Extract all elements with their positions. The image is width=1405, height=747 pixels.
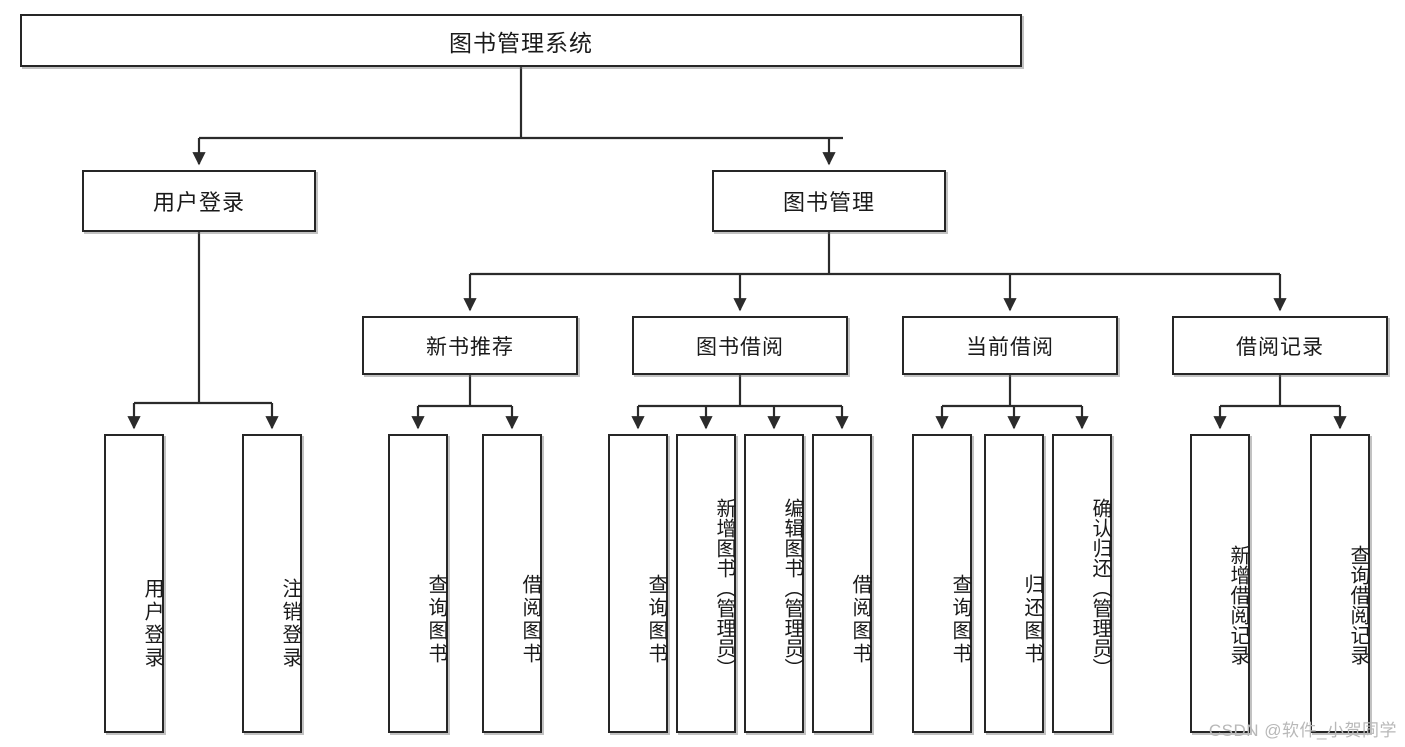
leaf-query-book-3[interactable]: 查询图书 (912, 434, 972, 733)
leaf-query-record-label: 查询借阅记录 (1347, 544, 1369, 665)
leaf-borrow-book-1[interactable]: 借阅图书 (482, 434, 542, 733)
leaf-edit-book[interactable]: 编辑图书（管理员） (744, 434, 804, 733)
leaf-logout-label: 注销登录 (279, 577, 301, 670)
node-user-login[interactable]: 用户登录 (82, 170, 316, 232)
leaf-query-book-1-label: 查询图书 (425, 573, 447, 666)
leaf-return-book[interactable]: 归还图书 (984, 434, 1044, 733)
node-new-book-rec[interactable]: 新书推荐 (362, 316, 578, 375)
node-book-manage-label: 图书管理 (782, 190, 875, 215)
node-user-login-label: 用户登录 (152, 190, 245, 215)
leaf-logout[interactable]: 注销登录 (242, 434, 302, 733)
leaf-add-book[interactable]: 新增图书（管理员） (676, 434, 736, 733)
node-book-manage[interactable]: 图书管理 (712, 170, 946, 232)
leaf-query-book-1[interactable]: 查询图书 (388, 434, 448, 733)
node-book-borrow[interactable]: 图书借阅 (632, 316, 848, 375)
leaf-query-record[interactable]: 查询借阅记录 (1310, 434, 1370, 733)
leaf-query-book-3-label: 查询图书 (949, 573, 971, 666)
node-borrow-record[interactable]: 借阅记录 (1172, 316, 1388, 375)
leaf-query-book-2[interactable]: 查询图书 (608, 434, 668, 733)
node-current-borrow-label: 当前借阅 (966, 335, 1054, 359)
leaf-confirm-return-label: 确认归还（管理员） (1089, 497, 1111, 678)
node-book-borrow-label: 图书借阅 (696, 335, 784, 359)
node-borrow-record-label: 借阅记录 (1236, 335, 1324, 359)
leaf-query-book-2-label: 查询图书 (645, 573, 667, 666)
csdn-watermark: CSDN @软件_小贺同学 (1208, 721, 1397, 740)
leaf-user-login[interactable]: 用户登录 (104, 434, 164, 733)
node-root-system[interactable]: 图书管理系统 (20, 14, 1022, 67)
leaf-add-book-label: 新增图书（管理员） (713, 497, 735, 678)
leaf-confirm-return[interactable]: 确认归还（管理员） (1052, 434, 1112, 733)
leaf-add-record-label: 新增借阅记录 (1227, 544, 1249, 665)
node-current-borrow[interactable]: 当前借阅 (902, 316, 1118, 375)
leaf-borrow-book-2[interactable]: 借阅图书 (812, 434, 872, 733)
node-new-book-rec-label: 新书推荐 (426, 335, 514, 359)
leaf-return-book-label: 归还图书 (1021, 573, 1043, 666)
leaf-user-login-label: 用户登录 (141, 577, 163, 670)
leaf-borrow-book-1-label: 借阅图书 (519, 573, 541, 666)
leaf-add-record[interactable]: 新增借阅记录 (1190, 434, 1250, 733)
node-root-label: 图书管理系统 (449, 29, 593, 56)
leaf-edit-book-label: 编辑图书（管理员） (781, 497, 803, 678)
leaf-borrow-book-2-label: 借阅图书 (849, 573, 871, 666)
